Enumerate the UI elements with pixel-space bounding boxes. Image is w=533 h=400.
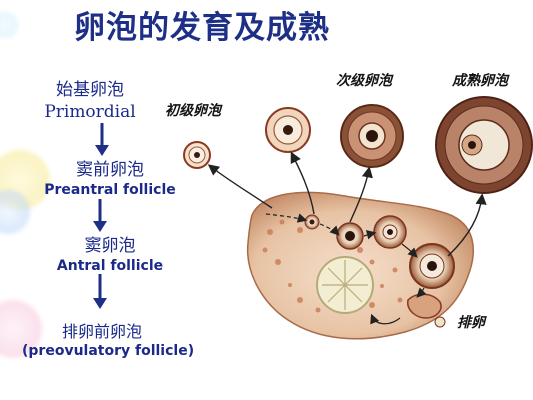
arrow-down-icon: [95, 123, 109, 156]
stage-antral-en: Antral follicle: [56, 258, 164, 274]
stage-preantral-cn: 窦前卵泡: [76, 160, 144, 180]
stage-primordial-en: Primordial: [44, 102, 136, 122]
corpus-luteum: [316, 256, 374, 314]
decor-bubble-cyan: [0, 12, 18, 38]
label-ovulation: 排卵: [457, 315, 485, 331]
stage-preantral-en: Preantral follicle: [44, 182, 176, 198]
label-secondary-follicle: 次级卵泡: [336, 73, 392, 89]
page-title: 卵泡的发育及成熟: [74, 10, 330, 46]
stage-preovulatory-en: (preovulatory follicle): [22, 343, 195, 359]
label-mature-follicle: 成熟卵泡: [452, 73, 508, 89]
stage-primordial-cn: 始基卵泡: [56, 80, 124, 100]
stage-primordial: 始基卵泡 Primordial: [20, 75, 160, 122]
arrow-down-icon: [93, 199, 107, 232]
stage-antral-cn: 窦卵泡: [84, 236, 136, 256]
stage-antral: 窦卵泡 Antral follicle: [40, 231, 180, 274]
stage-preovulatory-cn: 排卵前卵泡: [62, 322, 143, 341]
label-primary-follicle: 初级卵泡: [165, 103, 221, 119]
stage-preantral: 窦前卵泡 Preantral follicle: [40, 155, 180, 198]
stage-preovulatory: 排卵前卵泡 (preovulatory follicle): [22, 318, 222, 359]
arrow-down-icon: [93, 274, 107, 309]
